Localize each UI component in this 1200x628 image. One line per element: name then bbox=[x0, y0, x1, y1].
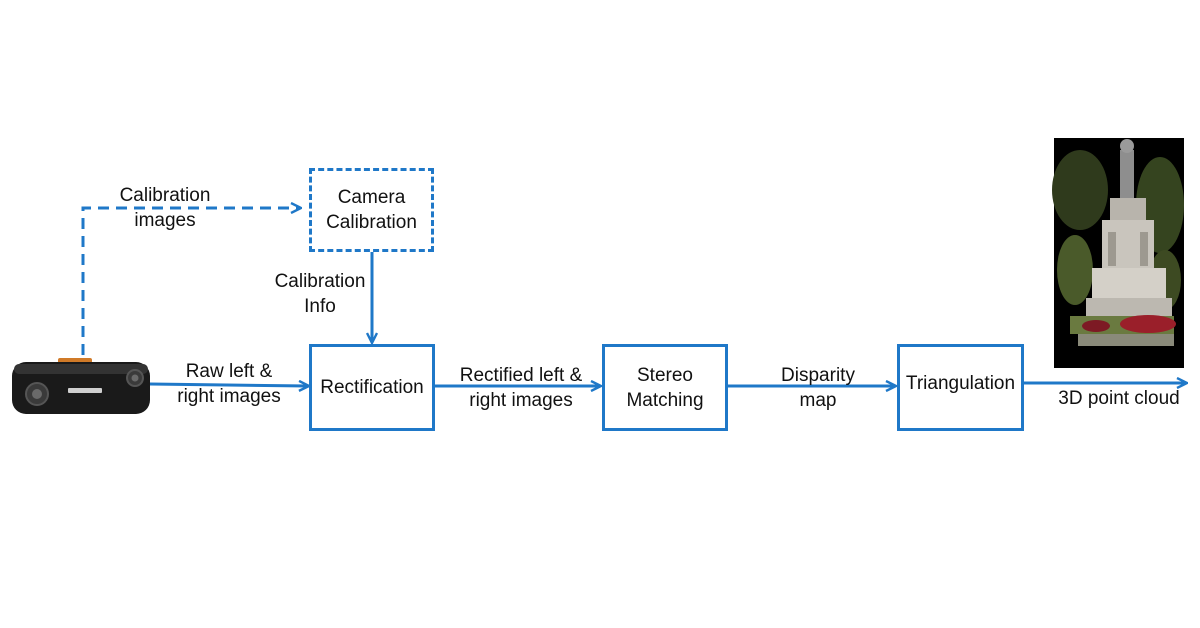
rectification-node: Rectification bbox=[309, 344, 435, 431]
calibration-images-line-2: images bbox=[134, 210, 196, 231]
point-cloud-render bbox=[1052, 138, 1184, 368]
rectified-images-line-2: right images bbox=[469, 390, 573, 411]
calibration-info-line-1: Calibration bbox=[274, 271, 366, 292]
arrow-raw-images bbox=[149, 384, 308, 386]
stereo-matching-node: Stereo Matching bbox=[602, 344, 728, 431]
raw-images-line-1: Raw left & bbox=[185, 361, 273, 382]
calibration-images-line-1: Calibration bbox=[119, 185, 211, 206]
triangulation-node: Triangulation bbox=[897, 344, 1024, 431]
disparity-map-label: Disparity map bbox=[752, 363, 884, 413]
calibration-info-line-2: Info bbox=[304, 296, 336, 317]
triangulation-label: Triangulation bbox=[905, 373, 1016, 394]
camera-calibration-line-1: Camera bbox=[337, 187, 406, 208]
stereo-matching-line-1: Stereo bbox=[637, 364, 693, 386]
arrow-calibration-images bbox=[81, 208, 300, 355]
raw-images-line-2: right images bbox=[177, 386, 281, 407]
raw-images-label: Raw left & right images bbox=[160, 359, 298, 409]
camera-calibration-node: Camera Calibration bbox=[309, 168, 434, 252]
point-cloud-label: 3D point cloud bbox=[1046, 386, 1192, 411]
calibration-info-label: Calibration Info bbox=[260, 269, 380, 319]
rectified-images-line-1: Rectified left & bbox=[459, 365, 583, 386]
point-cloud-line-1: 3D point cloud bbox=[1058, 388, 1180, 409]
rectified-images-label: Rectified left & right images bbox=[440, 363, 602, 413]
calibration-images-label: Calibration images bbox=[104, 183, 226, 233]
disparity-map-line-1: Disparity bbox=[781, 365, 855, 386]
disparity-map-line-2: map bbox=[799, 390, 837, 411]
camera-calibration-line-2: Calibration bbox=[326, 212, 417, 233]
rectification-label: Rectification bbox=[320, 377, 424, 398]
stereo-matching-line-2: Matching bbox=[626, 389, 704, 411]
stereo-camera-icon bbox=[12, 358, 150, 414]
